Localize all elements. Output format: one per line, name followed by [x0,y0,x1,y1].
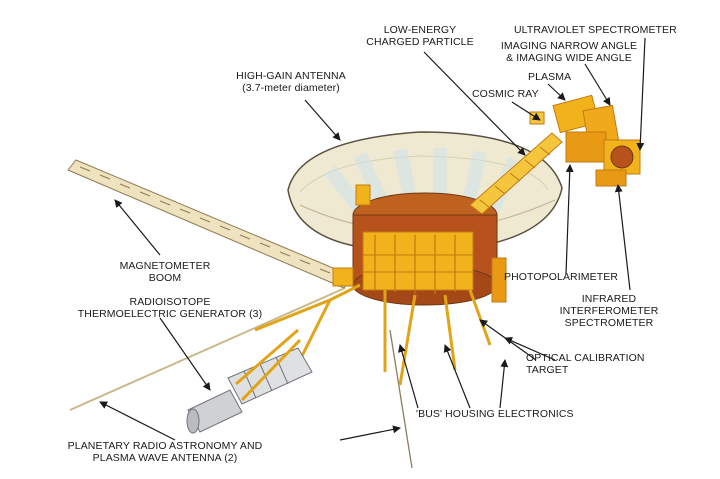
label-magnetometer-boom: MAGNETOMETER BOOM [110,260,220,284]
label-bus-housing-electronics: 'BUS' HOUSING ELECTRONICS [416,408,606,420]
bus-body [353,193,497,305]
label-photopolarimeter: PHOTOPOLARIMETER [504,271,634,283]
dish-feed-box [356,185,370,205]
label-ultraviolet-spectrometer: ULTRAVIOLET SPECTROMETER [514,24,689,36]
label-imaging: IMAGING NARROW ANGLE & IMAGING WIDE ANGL… [494,40,644,64]
label-optical-calibration-target: OPTICAL CALIBRATION TARGET [526,352,666,376]
label-plasma: PLASMA [528,71,588,83]
label-radio-astronomy-antenna: PLANETARY RADIO ASTRONOMY AND PLASMA WAV… [60,440,270,464]
radio-antenna-rod-2 [390,330,412,468]
label-high-gain-antenna: HIGH-GAIN ANTENNA (3.7-meter diameter) [226,70,356,94]
label-rtg: RADIOISOTOPE THERMOELECTRIC GENERATOR (3… [70,296,270,320]
label-cosmic-ray: COSMIC RAY [472,88,552,100]
label-infrared-interferometer: INFRARED INTERFEROMETER SPECTROMETER [544,293,674,329]
rtg-assembly [187,330,312,433]
side-box [333,268,353,286]
label-low-energy-charged-particle: LOW-ENERGY CHARGED PARTICLE [355,24,485,48]
